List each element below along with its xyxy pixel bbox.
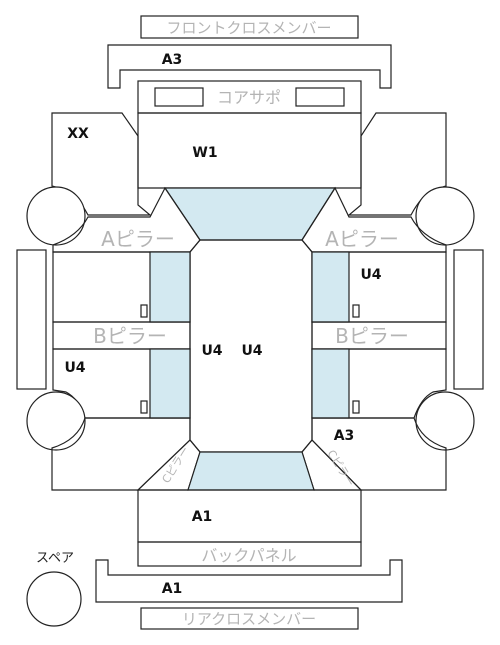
- right-front-door-handle[interactable]: [352, 304, 360, 318]
- front-left-fender-code: XX: [67, 126, 89, 142]
- right-front-door-code: U4: [360, 267, 381, 283]
- left-rear-door-code: U4: [64, 360, 85, 376]
- rear-cross-member-code: A1: [162, 581, 183, 597]
- rear-cross-member-label: リアクロスメンバー: [182, 610, 316, 628]
- right-side-sill[interactable]: [453, 249, 484, 390]
- left-front-door-glass[interactable]: [149, 251, 191, 323]
- right-rear-door-handle[interactable]: [352, 400, 360, 414]
- b-pillar-right-label: Bピラー: [335, 324, 409, 348]
- spare-tire[interactable]: [26, 571, 82, 627]
- left-rear-door-glass[interactable]: [149, 348, 191, 419]
- core-support-left-slot: [154, 87, 204, 107]
- a-pillar-left-label: Aピラー: [101, 227, 175, 251]
- hood-code: W1: [192, 145, 217, 161]
- left-side-sill[interactable]: [16, 249, 47, 390]
- trunk-lid[interactable]: [137, 489, 362, 543]
- rear-left-wheel[interactable]: [26, 391, 86, 451]
- right-rear-quarter-code: A3: [334, 428, 355, 444]
- right-front-door-glass[interactable]: [311, 251, 350, 323]
- right-rear-door-glass[interactable]: [311, 348, 350, 419]
- back-panel-label: バックパネル: [201, 546, 296, 565]
- rear-cross-member-shape[interactable]: [95, 559, 403, 603]
- front-cross-member-shape[interactable]: [107, 44, 392, 89]
- roof-left-code: U4: [201, 343, 222, 359]
- rear-window-glass[interactable]: [187, 451, 315, 491]
- rear-right-wheel[interactable]: [415, 391, 475, 451]
- windshield-glass[interactable]: [163, 187, 337, 241]
- rear-cross-member-box[interactable]: [140, 607, 359, 630]
- front-cross-member-box[interactable]: [140, 15, 359, 39]
- a-pillar-right-panel[interactable]: [301, 186, 447, 253]
- a-pillar-left-panel[interactable]: [52, 186, 201, 253]
- b-pillar-left-label: Bピラー: [93, 324, 167, 348]
- c-pillar-right-label: Cピラー: [324, 448, 357, 489]
- left-rear-door-handle[interactable]: [140, 400, 148, 414]
- roof-right-code: U4: [241, 343, 262, 359]
- core-support-label: コアサポ: [217, 88, 281, 107]
- front-cross-member-code: A3: [162, 52, 183, 68]
- core-support-right-slot: [295, 87, 345, 107]
- left-front-door-handle[interactable]: [140, 304, 148, 318]
- front-right-wheel[interactable]: [415, 186, 475, 246]
- front-left-wheel[interactable]: [26, 186, 86, 246]
- hood-panel[interactable]: [137, 112, 362, 189]
- trunk-code: A1: [192, 509, 213, 525]
- a-pillar-right-label: Aピラー: [325, 227, 399, 251]
- spare-tire-label: スペア: [36, 551, 74, 566]
- back-panel[interactable]: [137, 541, 362, 567]
- front-cross-member-label: フロントクロスメンバー: [166, 19, 331, 37]
